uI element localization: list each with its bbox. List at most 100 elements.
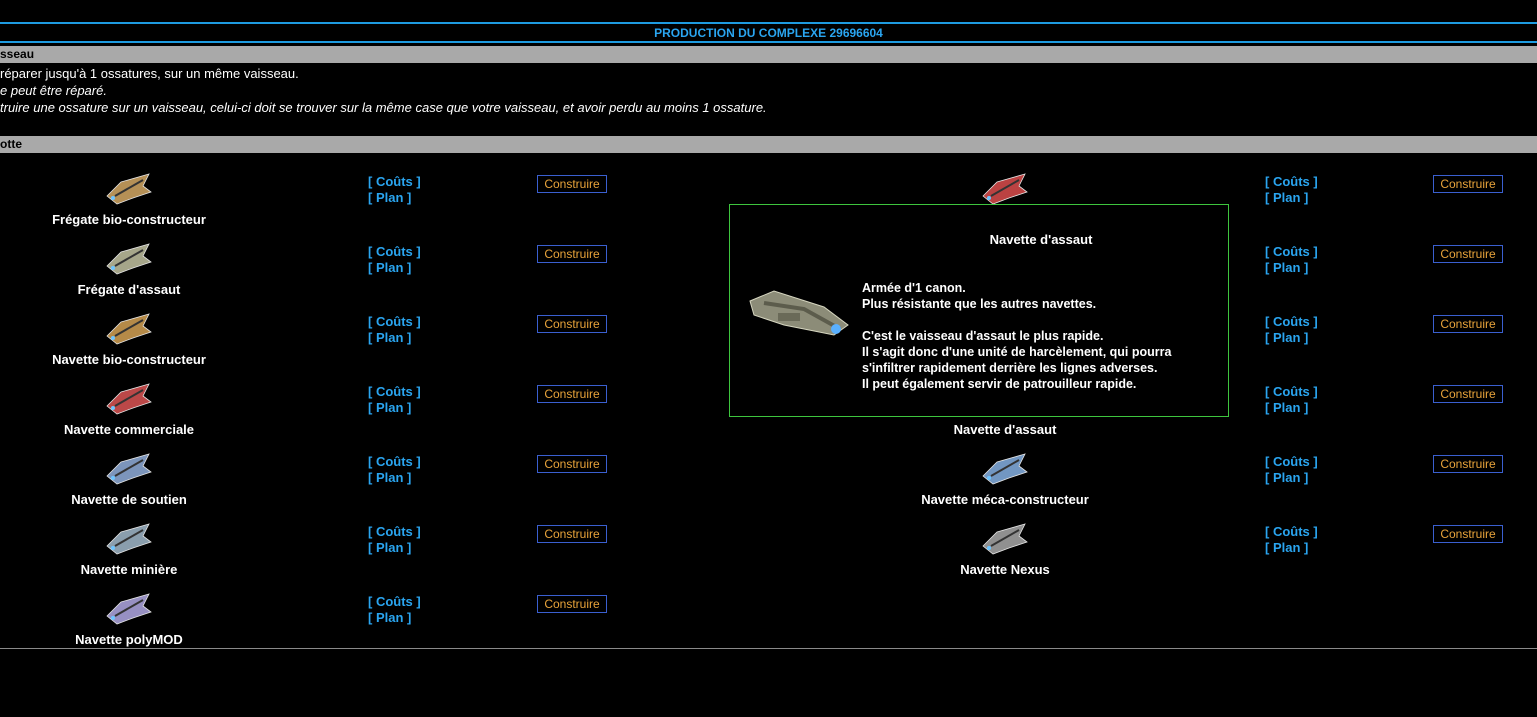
build-button[interactable]: Construire — [1433, 525, 1503, 543]
bio-shuttle-icon[interactable] — [103, 308, 155, 348]
ship-card: Frégate d'assaut — [0, 230, 259, 300]
ship-links: [ Coûts ][ Plan ] — [368, 524, 421, 556]
costs-link[interactable]: [ Coûts ] — [368, 314, 421, 329]
ship-links: [ Coûts ][ Plan ] — [1265, 524, 1318, 556]
build-button[interactable]: Construire — [1433, 385, 1503, 403]
ship-name: Frégate bio-constructeur — [52, 212, 206, 227]
ship-links: [ Coûts ][ Plan ] — [1265, 244, 1318, 276]
bio-frigate-icon[interactable] — [103, 168, 155, 208]
repair-condition: truire une ossature sur un vaisseau, cel… — [0, 100, 767, 115]
ship-card: Navette commerciale — [0, 370, 259, 440]
ship-name: Navette minière — [80, 562, 178, 577]
polymod-shuttle-icon[interactable] — [103, 588, 155, 628]
commercial-shuttle-icon[interactable] — [103, 378, 155, 418]
ship-name: Frégate d'assaut — [77, 282, 181, 297]
costs-link[interactable]: [ Coûts ] — [1265, 454, 1318, 469]
ship-card: Navette de soutien — [0, 440, 259, 510]
repair-info: réparer jusqu'à 1 ossatures, sur un même… — [0, 66, 299, 81]
costs-link[interactable]: [ Coûts ] — [1265, 314, 1318, 329]
ship-links: [ Coûts ][ Plan ] — [1265, 314, 1318, 346]
page-title: PRODUCTION DU COMPLEXE 29696604 — [0, 22, 1537, 43]
build-button[interactable]: Construire — [537, 385, 607, 403]
ship-links: [ Coûts ][ Plan ] — [1265, 454, 1318, 486]
ship-card: Navette méca-constructeur — [875, 440, 1135, 510]
ship-links: [ Coûts ][ Plan ] — [368, 594, 421, 626]
assault-shuttle-large-icon — [749, 290, 849, 336]
tooltip-line: C'est le vaisseau d'assaut le plus rapid… — [862, 329, 1104, 343]
plan-link[interactable]: [ Plan ] — [368, 470, 412, 485]
ship-tooltip: Navette d'assaut Armée d'1 canon. Plus r… — [729, 204, 1229, 417]
ship-name: Navette de soutien — [71, 492, 187, 507]
ship-links: [ Coûts ][ Plan ] — [1265, 384, 1318, 416]
ship-card — [875, 160, 1135, 230]
build-button[interactable]: Construire — [537, 525, 607, 543]
ship-links: [ Coûts ][ Plan ] — [368, 314, 421, 346]
mining-shuttle-icon[interactable] — [103, 518, 155, 558]
ship-card: Navette minière — [0, 510, 259, 580]
plan-link[interactable]: [ Plan ] — [1265, 190, 1309, 205]
section-header-vaisseau: sseau — [0, 46, 1537, 63]
tooltip-line: Plus résistante que les autres navettes. — [862, 297, 1097, 311]
build-button[interactable]: Construire — [537, 315, 607, 333]
build-button[interactable]: Construire — [1433, 455, 1503, 473]
ship-card: Frégate bio-constructeur — [0, 160, 259, 230]
ship-links: [ Coûts ][ Plan ] — [368, 384, 421, 416]
build-button[interactable]: Construire — [1433, 315, 1503, 333]
footer-divider — [0, 648, 1537, 649]
build-button[interactable]: Construire — [1433, 175, 1503, 193]
plan-link[interactable]: [ Plan ] — [368, 540, 412, 555]
costs-link[interactable]: [ Coûts ] — [1265, 384, 1318, 399]
ship-name: Navette Nexus — [960, 562, 1050, 577]
tooltip-title: Navette d'assaut — [989, 232, 1093, 247]
tooltip-line: Il peut également servir de patrouilleur… — [862, 377, 1137, 391]
plan-link[interactable]: [ Plan ] — [368, 400, 412, 415]
costs-link[interactable]: [ Coûts ] — [368, 384, 421, 399]
ship-name: Navette bio-constructeur — [52, 352, 206, 367]
ship-name: Navette polyMOD — [75, 632, 183, 647]
costs-link[interactable]: [ Coûts ] — [1265, 244, 1318, 259]
plan-link[interactable]: [ Plan ] — [1265, 260, 1309, 275]
plan-link[interactable]: [ Plan ] — [368, 330, 412, 345]
ship-links: [ Coûts ][ Plan ] — [368, 174, 421, 206]
ship-links: [ Coûts ][ Plan ] — [1265, 174, 1318, 206]
plan-link[interactable]: [ Plan ] — [1265, 540, 1309, 555]
tooltip-line — [862, 312, 1171, 328]
plan-link[interactable]: [ Plan ] — [1265, 470, 1309, 485]
tooltip-line: Il s'agit donc d'une unité de harcèlemen… — [862, 345, 1172, 359]
tooltip-line: Armée d'1 canon. — [862, 281, 966, 295]
costs-link[interactable]: [ Coûts ] — [368, 524, 421, 539]
costs-link[interactable]: [ Coûts ] — [1265, 174, 1318, 189]
costs-link[interactable]: [ Coûts ] — [1265, 524, 1318, 539]
tooltip-description: Armée d'1 canon. Plus résistante que les… — [862, 280, 1171, 392]
assault-frigate-icon[interactable] — [103, 238, 155, 278]
plan-link[interactable]: [ Plan ] — [368, 260, 412, 275]
ship-name: Navette d'assaut — [953, 422, 1057, 437]
plan-link[interactable]: [ Plan ] — [368, 190, 412, 205]
build-button[interactable]: Construire — [1433, 245, 1503, 263]
ship-card: Navette bio-constructeur — [0, 300, 259, 370]
build-button[interactable]: Construire — [537, 455, 607, 473]
build-button[interactable]: Construire — [537, 595, 607, 613]
nexus-shuttle-icon[interactable] — [979, 518, 1031, 558]
costs-link[interactable]: [ Coûts ] — [368, 594, 421, 609]
ship-links: [ Coûts ][ Plan ] — [368, 244, 421, 276]
costs-link[interactable]: [ Coûts ] — [368, 454, 421, 469]
red-shuttle-icon[interactable] — [979, 168, 1031, 208]
build-button[interactable]: Construire — [537, 245, 607, 263]
meca-shuttle-icon[interactable] — [979, 448, 1031, 488]
ship-name: Navette commerciale — [63, 422, 195, 437]
repair-note: e peut être réparé. — [0, 83, 107, 98]
ship-card: Navette polyMOD — [0, 580, 259, 650]
section-header-flotte: otte — [0, 136, 1537, 153]
plan-link[interactable]: [ Plan ] — [368, 610, 412, 625]
tooltip-line: s'infiltrer rapidement derrière les lign… — [862, 361, 1158, 375]
costs-link[interactable]: [ Coûts ] — [368, 174, 421, 189]
costs-link[interactable]: [ Coûts ] — [368, 244, 421, 259]
plan-link[interactable]: [ Plan ] — [1265, 330, 1309, 345]
ship-name: Navette méca-constructeur — [921, 492, 1089, 507]
support-shuttle-icon[interactable] — [103, 448, 155, 488]
plan-link[interactable]: [ Plan ] — [1265, 400, 1309, 415]
ship-links: [ Coûts ][ Plan ] — [368, 454, 421, 486]
ship-card: Navette Nexus — [875, 510, 1135, 580]
build-button[interactable]: Construire — [537, 175, 607, 193]
